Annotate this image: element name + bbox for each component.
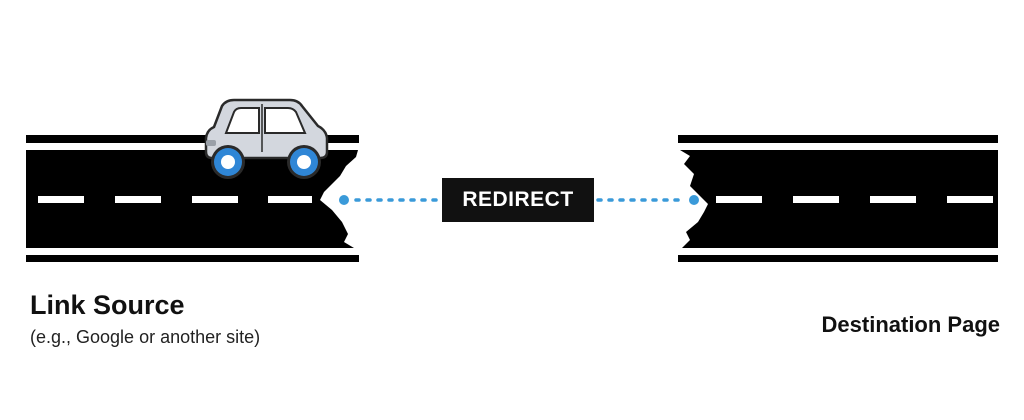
car-window-rear [264,107,307,134]
lane-dash [947,196,993,203]
lane-dash [793,196,839,203]
source-title: Link Source [30,290,185,320]
lane-dash [268,196,312,203]
car-window-front [224,107,260,134]
lane-dash [870,196,916,203]
source-subtitle: (e.g., Google or another site) [30,327,261,347]
car-headlight [206,140,216,146]
source-road-bottom-edge [26,255,359,262]
destination-lane-markings [716,196,993,203]
redirect-connector [339,195,699,205]
connector-start-dot [339,195,349,205]
lane-dash [38,196,84,203]
car-wheel-rear [287,145,321,179]
destination-road-top-edge [678,135,998,143]
destination-road-bottom-edge [678,255,998,262]
wheel-hub [221,155,235,169]
lane-dash [115,196,161,203]
destination-road [678,135,998,262]
redirect-label: REDIRECT [462,188,574,211]
car-icon [204,98,329,179]
lane-dash [192,196,238,203]
destination-title: Destination Page [821,312,1000,337]
source-lane-markings [38,196,312,203]
source-road-top-edge [26,135,359,143]
redirect-label-box: REDIRECT [442,178,594,222]
source-road [26,135,359,262]
connector-end-dot [689,195,699,205]
lane-dash [716,196,762,203]
car-wheel-front [211,145,245,179]
wheel-hub [297,155,311,169]
